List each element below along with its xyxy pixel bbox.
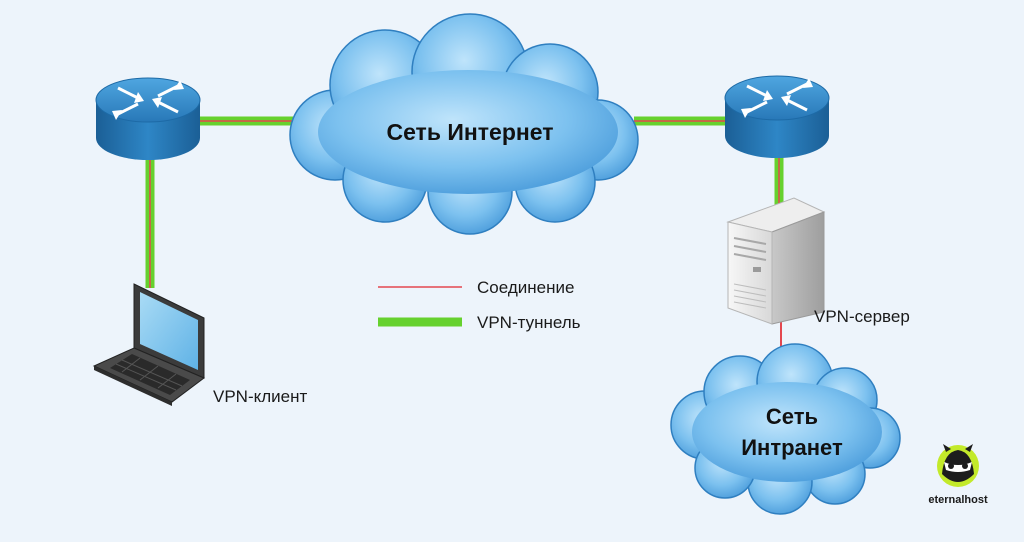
intranet-label-line2: Интранет [741,435,843,460]
brand-name: eternalhost [928,494,988,506]
vpn-client-label: VPN-клиент [213,387,308,406]
eternalhost-logo: eternalhost [928,444,988,506]
server-icon [726,197,826,325]
vpn-server-label: VPN-сервер [814,307,910,326]
legend: Соединение VPN-туннель [378,278,581,332]
legend-connection-label: Соединение [477,278,574,297]
laptop-icon [92,283,205,406]
internet-cloud: Сеть Интернет [289,13,639,235]
intranet-label-line1: Сеть [766,404,818,429]
router-right-icon [723,74,831,160]
legend-vpn-tunnel-label: VPN-туннель [477,313,581,332]
router-left-icon [94,76,202,162]
intranet-cloud: Сеть Интранет [670,343,901,515]
tunnel-links [145,116,784,288]
internet-label: Сеть Интернет [386,119,553,145]
